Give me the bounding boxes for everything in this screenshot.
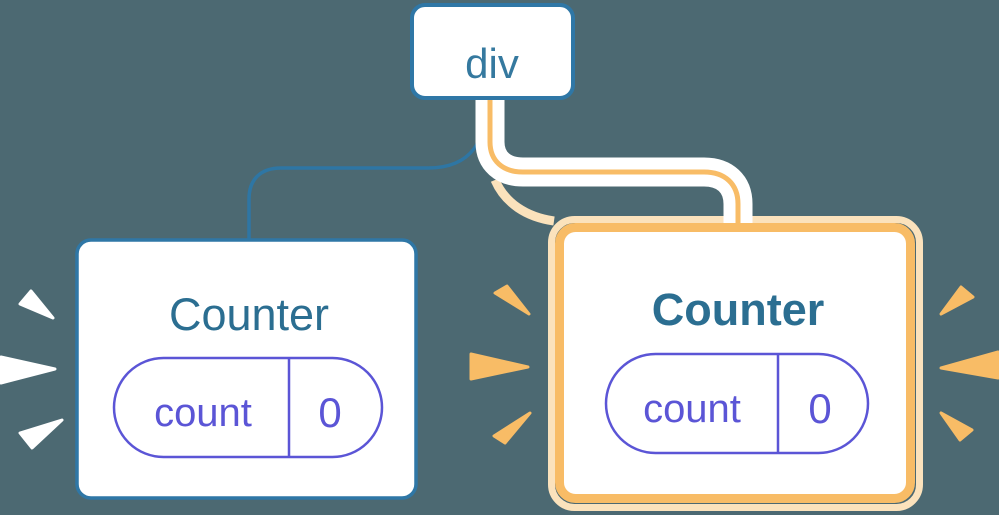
left-state-key: count bbox=[154, 391, 252, 435]
spark-orange-icon bbox=[939, 285, 975, 316]
right-state-pill: count 0 bbox=[604, 352, 870, 455]
right-state-pill-outline bbox=[604, 352, 870, 455]
spark-white-icon bbox=[18, 418, 64, 450]
spark-orange-icon bbox=[939, 350, 999, 380]
right-state-key: count bbox=[643, 387, 741, 431]
right-state-value: 0 bbox=[808, 385, 831, 432]
connector-right-edge bbox=[475, 96, 753, 234]
right-counter-node: Counter count 0 bbox=[555, 223, 915, 503]
spark-white-icon bbox=[18, 289, 55, 320]
right-counter-sparks-right bbox=[939, 285, 999, 442]
root-node-box bbox=[410, 3, 575, 100]
left-state-pill: count 0 bbox=[112, 356, 384, 459]
spark-orange-icon bbox=[939, 411, 974, 442]
root-node-label: div bbox=[465, 40, 519, 87]
spark-orange-icon bbox=[493, 284, 531, 316]
root-node: div bbox=[410, 3, 575, 100]
left-state-value: 0 bbox=[318, 389, 341, 436]
spark-white-icon bbox=[0, 355, 57, 385]
connector-right-core bbox=[487, 96, 741, 234]
right-counter-title: Counter bbox=[652, 284, 825, 335]
left-counter-node: Counter count 0 bbox=[75, 238, 418, 500]
left-counter-sparks bbox=[0, 289, 64, 450]
right-counter-sparks-left bbox=[469, 284, 532, 445]
connector-right-glow bbox=[490, 178, 555, 226]
spark-orange-icon bbox=[469, 352, 530, 381]
left-counter-title: Counter bbox=[169, 289, 329, 340]
left-state-pill-outline bbox=[112, 356, 384, 459]
spark-orange-icon bbox=[492, 411, 532, 445]
